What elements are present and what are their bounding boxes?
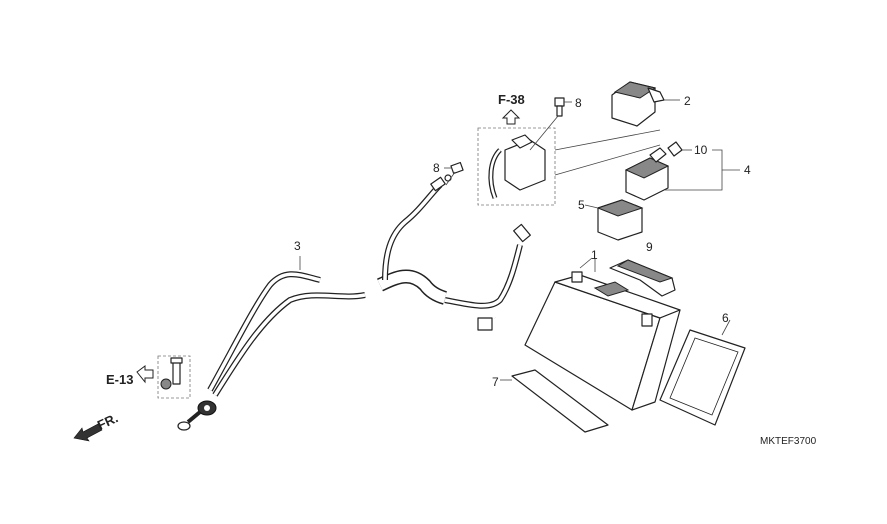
battery-pad [500, 369, 609, 433]
relay-cover [611, 81, 680, 127]
callout-4: 4 [744, 163, 751, 177]
callout-5: 5 [578, 198, 585, 212]
callout-6: 6 [722, 311, 729, 325]
e13-bolt-detail [157, 355, 191, 399]
battery-case [659, 319, 746, 426]
relay-assembly [624, 141, 740, 201]
reference-e13: E-13 [106, 372, 133, 387]
bolt-top [529, 97, 572, 151]
bracket [609, 259, 676, 297]
callout-8-mid: 8 [433, 161, 440, 175]
callout-1: 1 [591, 248, 598, 262]
arrow-up-icon [501, 109, 521, 125]
relay [584, 199, 644, 241]
battery-harness [177, 174, 531, 431]
battery [524, 257, 681, 411]
callout-2: 2 [684, 94, 691, 108]
callout-10: 10 [694, 143, 708, 157]
callout-3: 3 [294, 239, 301, 253]
arrow-front-icon [73, 423, 103, 442]
callout-7: 7 [492, 375, 499, 389]
reference-f38: F-38 [498, 92, 525, 107]
f38-connector-detail [477, 127, 661, 206]
bolt-mid [444, 161, 464, 186]
front-label: FR. [95, 410, 120, 432]
diagram-code: MKTEF3700 [760, 436, 817, 447]
front-direction-indicator: FR. [73, 410, 120, 442]
callout-8-top: 8 [575, 96, 582, 110]
arrow-right-icon [136, 365, 154, 384]
callout-9: 9 [646, 240, 653, 254]
